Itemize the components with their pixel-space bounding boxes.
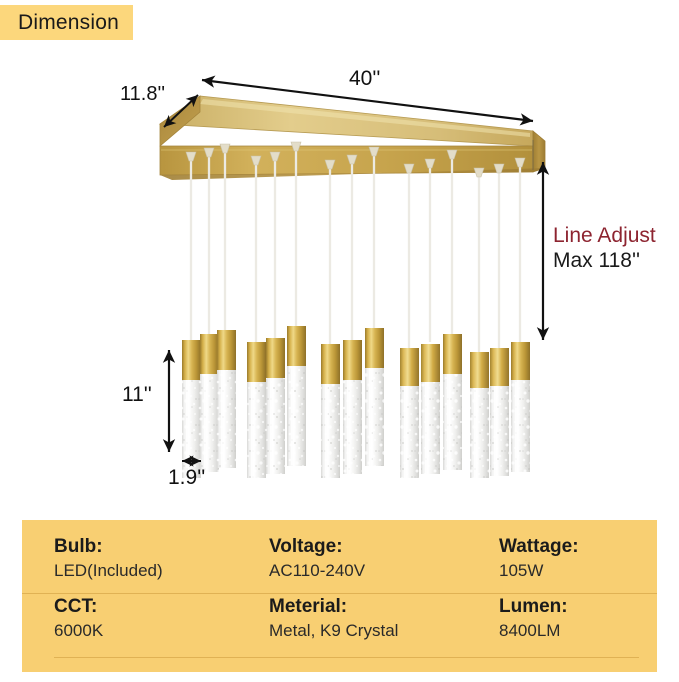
spec-row: Bulb: LED(Included) Voltage: AC110-240V … <box>22 534 657 594</box>
spec-value: LED(Included) <box>54 561 163 580</box>
spec-cell-voltage: Voltage: AC110-240V <box>269 534 499 593</box>
page-title: Dimension <box>18 10 120 34</box>
pendant-light <box>266 338 285 474</box>
spec-value: 6000K <box>54 621 104 640</box>
pendant-light <box>343 340 362 474</box>
pendant-light <box>217 330 236 468</box>
spec-value: 8400LM <box>499 621 561 640</box>
tube-width-dimension-label: 1.9'' <box>168 466 206 489</box>
spec-row: CCT: 6000K Meterial: Metal, K9 Crystal L… <box>22 594 657 654</box>
drop-dimension-label: 11'' <box>122 383 152 406</box>
pendant-light <box>200 334 219 472</box>
specification-table: Bulb: LED(Included) Voltage: AC110-240V … <box>22 520 657 672</box>
spec-value: 105W <box>499 561 544 580</box>
spec-table-footer-rule <box>54 657 639 658</box>
spec-key: CCT: <box>54 596 98 617</box>
spec-key: Wattage: <box>499 536 579 557</box>
pendant-light <box>421 344 440 474</box>
spec-cell-bulb: Bulb: LED(Included) <box>54 534 269 593</box>
spec-cell-lumen: Lumen: 8400LM <box>499 594 659 654</box>
line-adjust-value: Max 118'' <box>553 249 641 272</box>
product-dimension-diagram <box>158 75 550 478</box>
dimension-arrows <box>162 75 550 467</box>
spec-cell-material: Meterial: Metal, K9 Crystal <box>269 594 499 654</box>
spec-value: Metal, K9 Crystal <box>269 621 399 640</box>
depth-dimension-arrow <box>163 94 199 128</box>
pendant-light <box>443 334 462 470</box>
pendant-light <box>247 342 266 478</box>
suspension-cords <box>189 150 522 352</box>
spec-key: Bulb: <box>54 536 103 557</box>
spec-value: AC110-240V <box>269 561 366 580</box>
line-adjust-label-group: Line Adjust Max 118'' <box>553 223 656 273</box>
pendant-light <box>490 348 509 476</box>
width-dimension-arrow <box>201 75 534 126</box>
spec-key: Meterial: <box>269 596 348 617</box>
depth-dimension-label: 11.8'' <box>120 83 166 105</box>
spec-cell-cct: CCT: 6000K <box>54 594 269 654</box>
pendant-light <box>321 344 340 478</box>
pendant-light <box>365 328 384 466</box>
dimension-header-badge: Dimension <box>0 5 134 40</box>
spec-cell-wattage: Wattage: 105W <box>499 534 659 593</box>
pendant-light <box>287 326 306 466</box>
pendant-light <box>182 340 201 478</box>
line-adjust-title: Line Adjust <box>553 224 656 247</box>
spec-key: Lumen: <box>499 596 568 617</box>
width-dimension-label: 40'' <box>349 67 381 90</box>
pendant-light <box>400 348 419 478</box>
pendant-light <box>511 342 530 472</box>
spec-key: Voltage: <box>269 536 343 557</box>
pendant-light <box>470 352 489 478</box>
cord-grips <box>185 141 526 178</box>
pendant-lights <box>182 326 530 478</box>
